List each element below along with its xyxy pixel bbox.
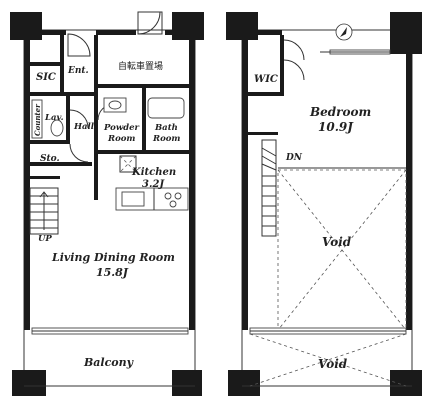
left-wall xyxy=(24,30,30,330)
sic-wall-right xyxy=(60,35,64,95)
column-bottom-right xyxy=(390,370,422,396)
sic-wall-top xyxy=(30,62,62,66)
top-wall-right xyxy=(165,30,195,35)
stair-outline xyxy=(29,187,59,235)
lav-label: Lav. xyxy=(44,113,64,123)
right-wall xyxy=(406,50,412,330)
stair-outline xyxy=(261,139,277,237)
sto-wall-bottom xyxy=(30,162,92,166)
kitchen-wall-top xyxy=(98,150,189,154)
floor-1-plan: SIC Ent. 自転車置場 Counter Lav. Hall Powder … xyxy=(10,11,204,396)
stove-burner-icon xyxy=(164,192,172,200)
bicycle-wall-bottom xyxy=(98,84,189,88)
bicycle-label: 自転車置場 xyxy=(118,60,163,72)
living-label: Living Dining Room xyxy=(51,251,175,264)
stair-wall-top xyxy=(30,176,60,179)
bath-wall-left xyxy=(142,88,146,153)
floor-2-plan: WIC Bedroom 10.9J DN Void Void xyxy=(226,12,422,396)
dn-label: DN xyxy=(285,153,303,163)
void-upper-cross xyxy=(277,169,407,331)
top-wall-mid xyxy=(96,30,136,35)
lav-door xyxy=(69,109,89,129)
staircase xyxy=(29,187,59,235)
left-wall xyxy=(242,30,248,330)
void-upper xyxy=(277,169,407,331)
column-bottom-left xyxy=(12,370,46,396)
wic-wall-right xyxy=(280,35,284,96)
wic-door xyxy=(283,39,305,81)
stove-burner-icon xyxy=(169,200,177,208)
void-lower-label: Void xyxy=(318,357,348,371)
hall-wall-right xyxy=(94,35,98,200)
column-top-right xyxy=(390,12,422,54)
kitchen-size: 3.2J xyxy=(142,179,165,190)
powder-label-2: Room xyxy=(107,134,135,144)
sic-label: SIC xyxy=(36,72,56,83)
kitchen-label: Kitchen xyxy=(131,167,176,178)
sto-wall-top xyxy=(30,140,68,144)
sto-door xyxy=(69,143,89,163)
bicycle-door-frame xyxy=(137,11,163,35)
stair-wall-top xyxy=(248,132,278,135)
sink-icon xyxy=(108,100,122,110)
stove-burner-icon xyxy=(174,192,182,200)
counter xyxy=(31,99,43,139)
fridge-space-cross xyxy=(119,155,137,173)
bathtub-icon xyxy=(147,97,185,119)
right-wall xyxy=(189,30,195,330)
bath-label-2: Room xyxy=(152,134,180,144)
fridge-space xyxy=(119,155,137,173)
column-top-right xyxy=(172,12,204,40)
north-arrow-icon xyxy=(335,23,353,41)
top-wall-left xyxy=(242,30,282,35)
wic-label: WIC xyxy=(254,74,278,85)
column-bottom-right xyxy=(172,370,202,396)
top-wall-left xyxy=(24,30,66,35)
entrance-door xyxy=(67,33,91,57)
void-upper-label: Void xyxy=(322,235,352,249)
stair-arrow-icon xyxy=(39,191,49,230)
bath-label: Bath xyxy=(154,123,178,133)
lav-wall-right xyxy=(66,96,70,144)
powder-label: Powder xyxy=(103,123,140,133)
ent-label: Ent. xyxy=(67,66,89,76)
bedroom-size: 10.9J xyxy=(318,120,354,134)
sto-label: Sto. xyxy=(40,154,60,164)
up-label: UP xyxy=(38,234,52,244)
balcony-label: Balcony xyxy=(83,356,135,369)
staircase-upper xyxy=(261,139,277,237)
living-size: 15.8J xyxy=(96,266,129,279)
toilet-icon xyxy=(50,119,64,137)
stair-steps xyxy=(261,147,277,227)
hall-label: Hall xyxy=(73,122,95,132)
wic-wall-bottom xyxy=(248,92,284,96)
bedroom-label: Bedroom xyxy=(309,105,371,119)
counter-label: Counter xyxy=(33,103,42,136)
column-bottom-left xyxy=(228,370,260,396)
kitchen-sink-icon xyxy=(121,191,145,207)
bicycle-door xyxy=(137,11,161,35)
